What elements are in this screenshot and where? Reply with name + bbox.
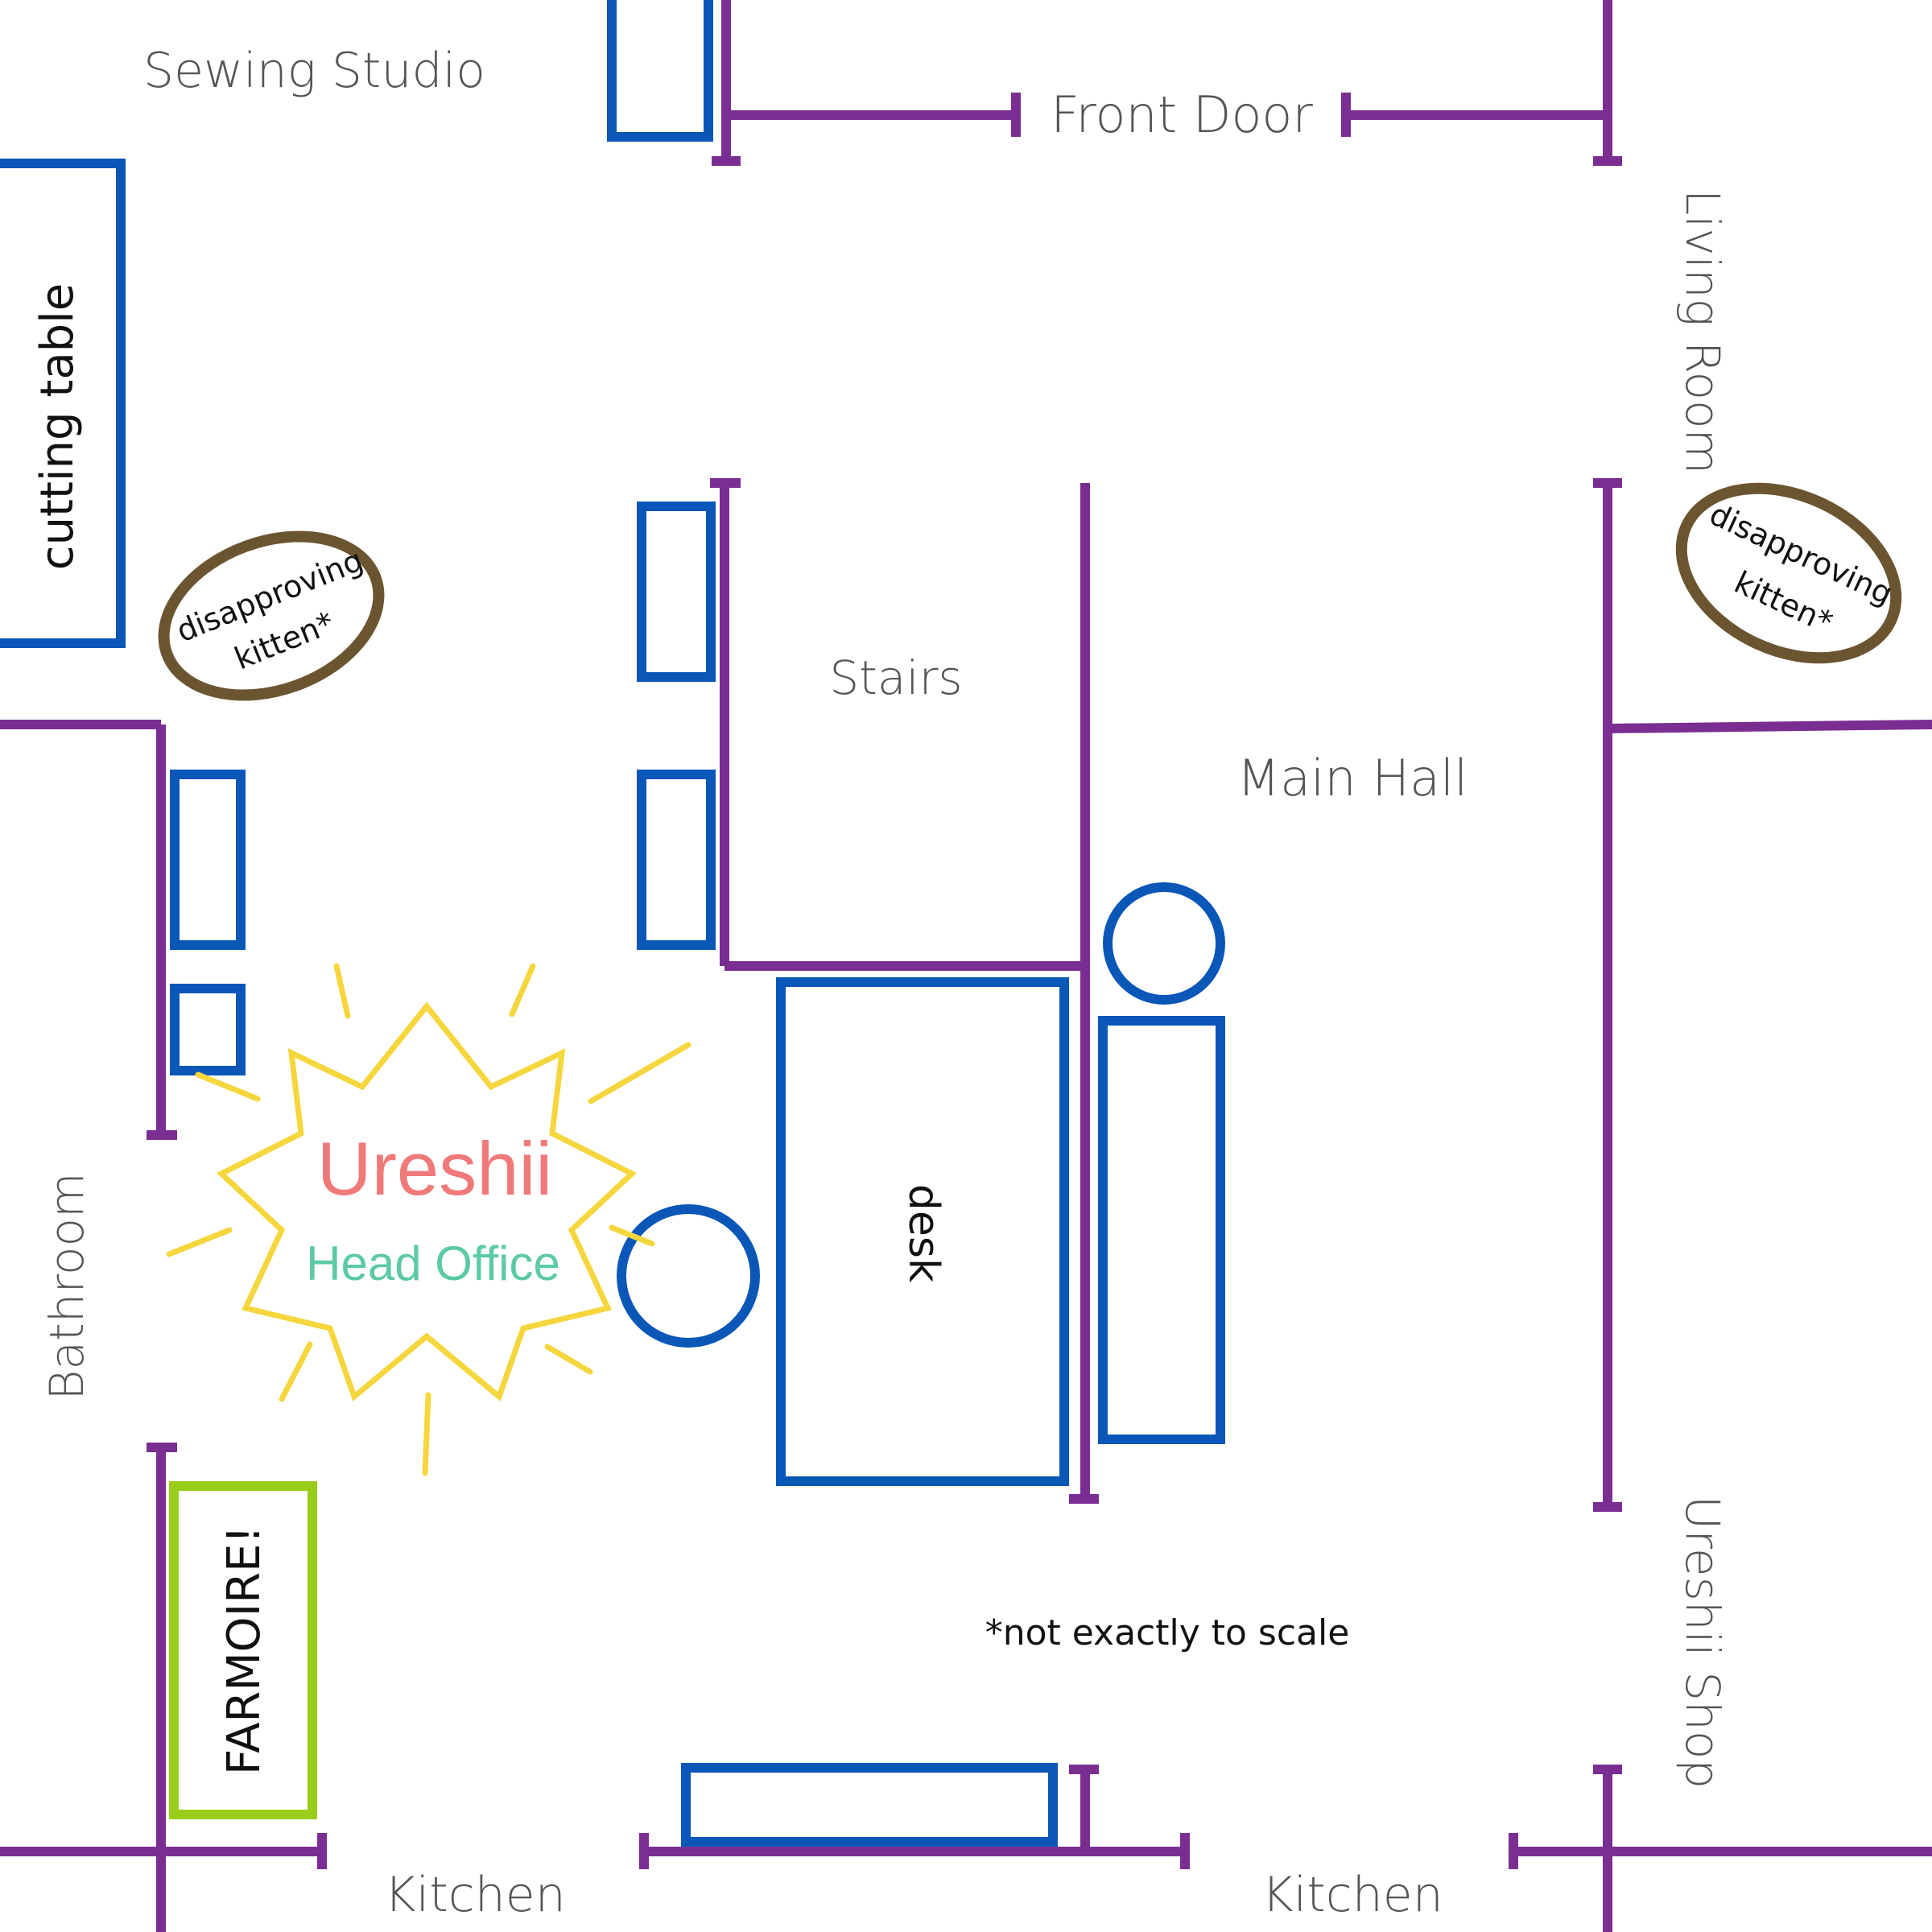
left-shelf-lower: [170, 984, 246, 1075]
hall-chair: [1103, 882, 1225, 1005]
desk: [776, 977, 1069, 1486]
badge-title: Ureshii: [317, 1126, 553, 1211]
footnote: *not exactly to scale: [985, 1612, 1350, 1653]
farmoire: [169, 1481, 317, 1819]
kitten-left: disapproving kitten*: [158, 530, 385, 701]
furniture: [0, 0, 1225, 1847]
stair-shelf-upper: [637, 502, 716, 682]
label-sewing-studio: Sewing Studio: [143, 43, 485, 99]
label-stairs: Stairs: [829, 650, 962, 705]
burst-star: [216, 1001, 638, 1402]
kitchen-counter: [681, 1763, 1058, 1847]
label-kitchen-left: Kitchen: [384, 1867, 566, 1923]
left-shelf-upper: [170, 770, 246, 950]
label-living-room: Living Room: [1675, 189, 1730, 474]
badge-subtitle: Head Office: [306, 1236, 560, 1290]
label-bathroom: Bathroom: [39, 1172, 94, 1400]
kitten-right: disapproving kitten*: [1675, 482, 1902, 664]
desk-chair: [617, 1204, 760, 1348]
top-shelf: [607, 0, 713, 142]
label-farmoire: FARMOIRE!: [218, 1525, 270, 1775]
stair-shelf-lower: [637, 770, 716, 950]
cutting-table: [0, 159, 126, 648]
label-main-hall: Main Hall: [1237, 749, 1468, 807]
label-kitchen-right: Kitchen: [1261, 1867, 1443, 1923]
burst-rays: [166, 963, 691, 1476]
label-desk: desk: [899, 1184, 947, 1282]
hall-bench: [1098, 1016, 1225, 1444]
label-front-door: Front Door: [1051, 85, 1313, 144]
label-ureshii-shop: Ureshii Shop: [1675, 1496, 1730, 1789]
head-office-badge: Ureshii Head Office: [166, 963, 691, 1476]
label-cutting-table: cutting table: [31, 283, 84, 570]
